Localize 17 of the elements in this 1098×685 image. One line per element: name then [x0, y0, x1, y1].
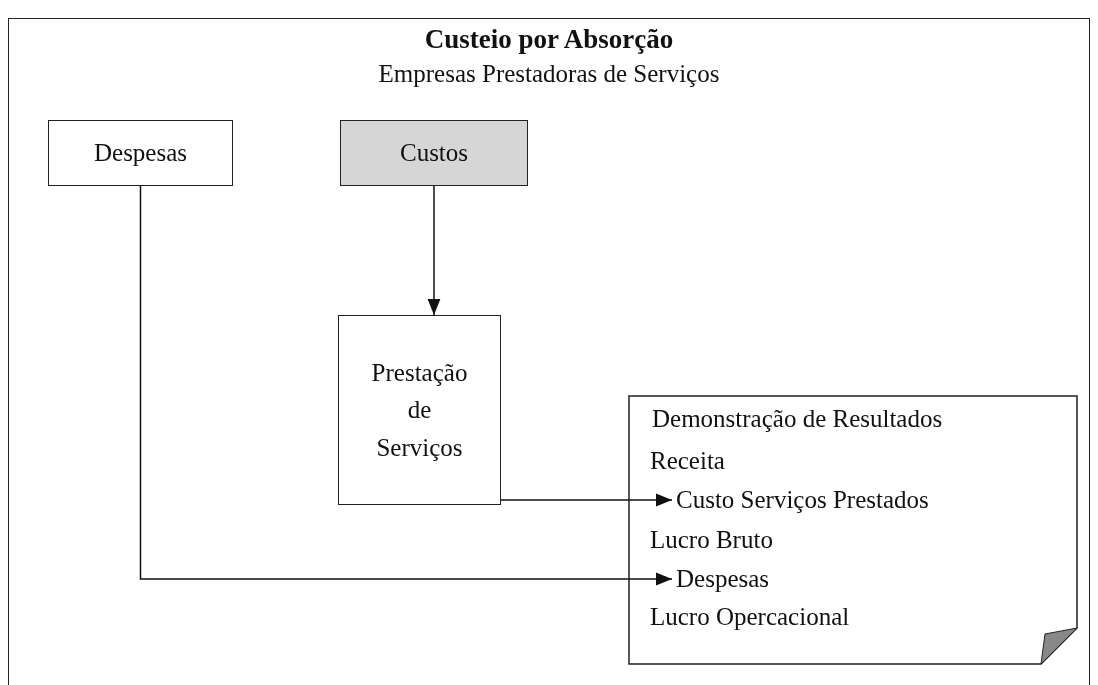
- statement-line: Despesas: [676, 565, 770, 593]
- document-heading: Demonstração de Resultados: [652, 405, 943, 433]
- statement-line: Custo Serviços Prestados: [676, 486, 929, 514]
- process-box: [48, 120, 233, 186]
- process-box: [340, 120, 528, 186]
- subtitle: Empresas Prestadoras de Serviços: [377, 60, 721, 88]
- diagram-title: Custeio por Absorção: [423, 24, 675, 55]
- process-box: [338, 315, 501, 505]
- box-label: Prestação de Serviços: [371, 357, 468, 463]
- statement-line: Lucro Opercacional: [650, 603, 850, 631]
- statement-line: Receita: [650, 447, 725, 475]
- statement-line: Lucro Bruto: [650, 526, 773, 554]
- arrow: [500, 493, 673, 507]
- arrow: [139, 185, 673, 586]
- box-label: Custos: [399, 138, 469, 169]
- arrow: [427, 185, 441, 316]
- box-label: Despesas: [94, 138, 187, 169]
